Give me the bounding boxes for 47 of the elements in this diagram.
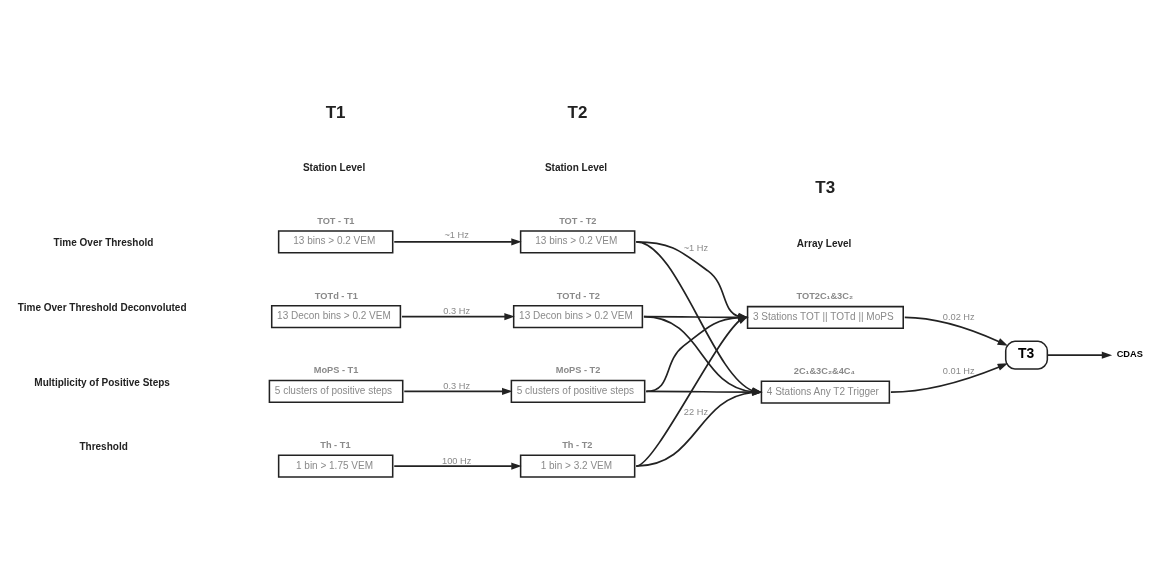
node-label: TOTd - T1 [314,290,358,301]
node-box: 1 bin > 1.75 VEM [277,454,394,478]
node-text: CDAS [1116,348,1143,359]
edge-label: 22 Hz [683,406,708,417]
edge-label: 0.3 Hz [443,380,471,391]
label: T3 [815,177,836,197]
node-label: TOT - T2 [559,215,597,226]
arrow [890,362,1009,393]
node-label: Th - T1 [320,439,351,450]
label: Time Over Threshold [53,236,154,248]
edge-label: ~1 Hz [683,242,709,253]
label: Multiplicity of Positive Steps [34,376,170,388]
label: Station Level [544,161,608,173]
label: Time Over Threshold Deconvoluted [17,301,187,313]
label: T2 [567,102,588,121]
edge-label: 0.02 Hz [942,311,975,322]
node-box: 1 bin > 3.2 VEM [519,454,636,478]
node-box: 5 clusters of positive steps [510,379,646,403]
node-box: 5 clusters of positive steps [268,379,404,403]
node-label: TOT2C₁&3C₂ [796,290,853,301]
node-label: TOTd - T2 [556,290,600,301]
node-label: 2C₁&3C₂&4C₄ [793,365,855,376]
node-box: 4 Stations Any T2 Trigger [760,380,891,404]
node-box: 13 bins > 0.2 VEM [277,229,394,253]
node-box: T3 [1004,340,1049,370]
label: Station Level [302,161,366,173]
edge-label: 0.3 Hz [443,305,471,316]
node-box: 13 bins > 0.2 VEM [519,229,636,253]
arrow [1046,351,1113,359]
label: Array Level [796,237,852,249]
edge-label: ~1 Hz [444,229,469,240]
label: T1 [325,102,346,121]
edge-label: 0.01 Hz [942,365,975,376]
node-box: 13 Decon bins > 0.2 VEM [512,304,644,328]
arrow [393,237,522,245]
edge-label: 100 Hz [442,455,472,465]
node-box: 13 Decon bins > 0.2 VEM [270,304,402,328]
arrow [903,316,1008,346]
node-box: 3 Stations TOT || TOTd || MoPS [746,305,904,329]
label: Threshold [79,440,128,452]
node-label: MoPS - T1 [313,364,359,375]
arrow [403,387,513,395]
node-label: TOT - T1 [317,215,355,226]
arrow [393,462,522,470]
node-label: Th - T2 [562,439,593,450]
arrow [401,312,515,320]
node-label: MoPS - T2 [555,364,601,375]
